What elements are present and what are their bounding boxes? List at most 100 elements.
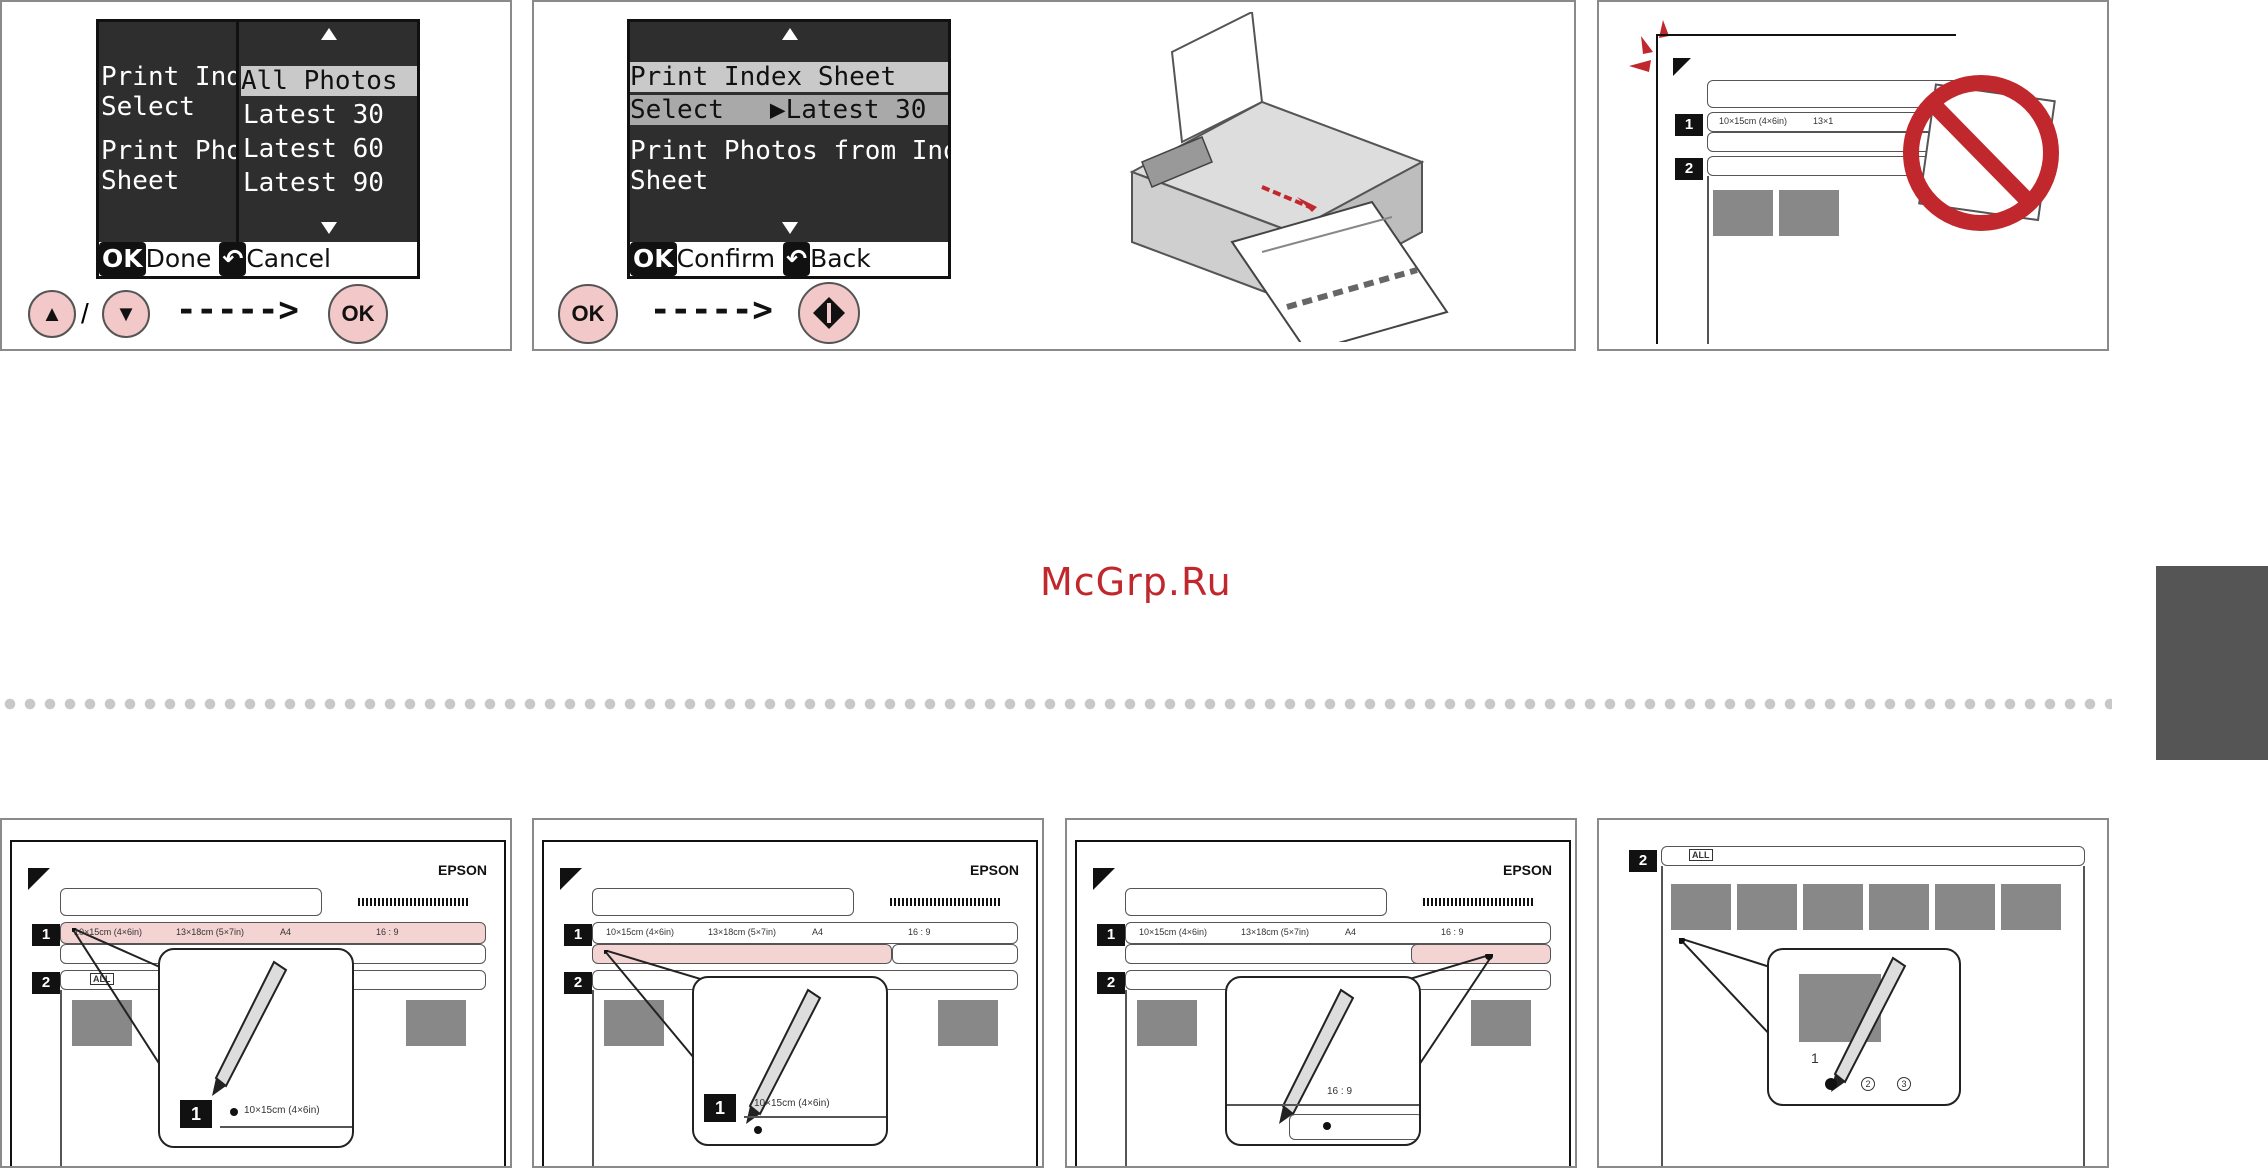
size-option-13x18[interactable]: 13×18cm (5×7in) <box>708 927 777 937</box>
next-arrow: -----> <box>650 290 773 330</box>
row-number-1: 1 <box>32 924 60 946</box>
photo-list-edge <box>1707 176 1709 344</box>
up-button[interactable]: ▲ <box>28 290 76 338</box>
row-number-2: 2 <box>564 972 592 994</box>
type-row <box>892 944 1018 964</box>
selector-arrow-icon: ▶ <box>769 95 786 125</box>
sheet-top-edge <box>1656 34 1956 36</box>
thumbnail-photo <box>1713 190 1773 236</box>
thumbnail-photo <box>1869 884 1929 930</box>
back-key-icon: ↶ <box>783 242 811 276</box>
row-number-1: 1 <box>1675 114 1703 136</box>
zoom-callout: 1 10×15cm (4×6in) <box>158 948 354 1148</box>
size-option-13x18[interactable]: 13×18cm (5×7in) <box>1241 927 1310 937</box>
zoom-callout: 1 10×15cm (4×6in) <box>692 976 888 1146</box>
type-row-highlighted[interactable] <box>1411 944 1551 964</box>
lcd-line: Select <box>101 92 195 122</box>
marked-dot-icon <box>754 1126 762 1134</box>
all-box: ALL <box>1689 849 1713 861</box>
option-bar <box>1125 888 1387 916</box>
lcd-select-line[interactable]: Select▶Latest 30 <box>630 95 948 125</box>
step-panel-select-range: Print Index Select Print Photo Sheet All… <box>0 0 512 351</box>
lcd-line: Print Photos from Index <box>630 136 948 166</box>
size-row-highlighted[interactable] <box>60 922 486 944</box>
type-box <box>1289 1114 1419 1140</box>
sheet-outline <box>542 840 1038 1166</box>
size-row <box>1125 922 1551 944</box>
row-number-1: 1 <box>1097 924 1125 946</box>
brand-logo: EPSON <box>438 862 488 878</box>
row-number-2: 2 <box>32 972 60 994</box>
thumbnail-photo <box>1737 884 1797 930</box>
type-row-highlighted[interactable] <box>592 944 892 964</box>
size-option-10x15[interactable]: 10×15cm (4×6in) <box>74 927 143 937</box>
lcd-line: Sheet <box>630 166 709 196</box>
ratio-option[interactable]: 16 : 9 <box>376 927 399 937</box>
row-number-2: 2 <box>1097 972 1125 994</box>
corner-mark-icon <box>1673 58 1691 76</box>
thumbnail-photo <box>938 1000 998 1046</box>
thumbnail-photo <box>1471 1000 1531 1046</box>
size-option-10x15[interactable]: 10×15cm (4×6in) <box>1139 927 1208 937</box>
size-option-10x15[interactable]: 10×15cm (4×6in) <box>606 927 675 937</box>
callout-pointer <box>72 928 163 1069</box>
ratio-option[interactable]: 16 : 9 <box>908 927 931 937</box>
start-button[interactable] <box>798 282 860 344</box>
pen-icon <box>746 988 822 1124</box>
sheet-panel-size-select: EPSON 1 10×15cm (4×6in) 13×18cm (5×7in) … <box>0 818 512 1168</box>
corner-mark-icon <box>1093 868 1115 890</box>
size-option-a4[interactable]: A4 <box>1345 927 1357 937</box>
row-number-1: 1 <box>180 1100 212 1128</box>
photo-list-edge <box>60 990 62 1166</box>
step-panel-sheet-orientation: 1 10×15cm (4×6in) 13×1 2 <box>1597 0 2109 351</box>
sheet-edge <box>1656 34 1658 344</box>
row-number-1: 1 <box>564 924 592 946</box>
dropdown-list: All Photos Latest 30 Latest 60 Latest 90 <box>236 22 417 244</box>
dropdown-option-selected[interactable]: All Photos <box>241 66 417 96</box>
ok-button[interactable]: OK <box>558 284 618 344</box>
callout-pointer <box>1679 938 1774 1039</box>
row-number-1: 1 <box>704 1094 736 1122</box>
marked-dot-icon <box>1825 1078 1837 1090</box>
size-option-a4[interactable]: A4 <box>812 927 824 937</box>
dropdown-option[interactable]: Latest 90 <box>243 168 384 198</box>
lcd-line: Sheet <box>101 166 180 196</box>
scroll-down-icon <box>321 222 337 234</box>
option-bar <box>592 888 854 916</box>
back-label: Back <box>810 244 871 273</box>
ratio-option[interactable]: 16 : 9 <box>1441 927 1464 937</box>
sheet-outline <box>1075 840 1571 1166</box>
thumbnail-photo <box>604 1000 664 1046</box>
down-button[interactable]: ▼ <box>102 290 150 338</box>
step-panel-confirm: Print Index Sheet Select▶Latest 30 Print… <box>532 0 1576 351</box>
pen-icon <box>212 960 288 1096</box>
size-option-a4[interactable]: A4 <box>280 927 292 937</box>
photo-list-edge <box>592 990 594 1166</box>
barcode <box>358 898 468 906</box>
start-diamond-icon <box>813 297 845 329</box>
ok-button[interactable]: OK <box>328 284 388 344</box>
ok-key-icon: OK <box>630 242 677 276</box>
ok-key-icon: OK <box>99 242 146 276</box>
scroll-up-icon <box>321 28 337 40</box>
select-all-row <box>1661 846 2085 866</box>
thumbnail-photo <box>72 1000 132 1046</box>
brand-logo: EPSON <box>1503 862 1553 878</box>
photo-list-edge <box>1661 866 1663 1166</box>
dropdown-option[interactable]: Latest 30 <box>243 100 384 130</box>
scroll-down-icon <box>782 222 798 234</box>
sheet-panel-type-select: EPSON 1 10×15cm (4×6in) 13×18cm (5×7in) … <box>532 818 1044 1168</box>
size-row <box>592 922 1018 944</box>
size-option-10x15: 10×15cm (4×6in) <box>1719 116 1788 126</box>
dropdown-option[interactable]: Latest 60 <box>243 134 384 164</box>
next-arrow: -----> <box>176 290 299 330</box>
printer-illustration <box>1129 12 1449 342</box>
photo-list-edge-right <box>2083 866 2085 1166</box>
thumbnail-photo <box>406 1000 466 1046</box>
row-divider <box>1227 1104 1419 1106</box>
prohibited-icon <box>1903 75 2059 231</box>
row-divider <box>220 1126 352 1128</box>
zoom-callout: 1 2 3 <box>1767 948 1961 1106</box>
size-option-13x18[interactable]: 13×18cm (5×7in) <box>176 927 245 937</box>
